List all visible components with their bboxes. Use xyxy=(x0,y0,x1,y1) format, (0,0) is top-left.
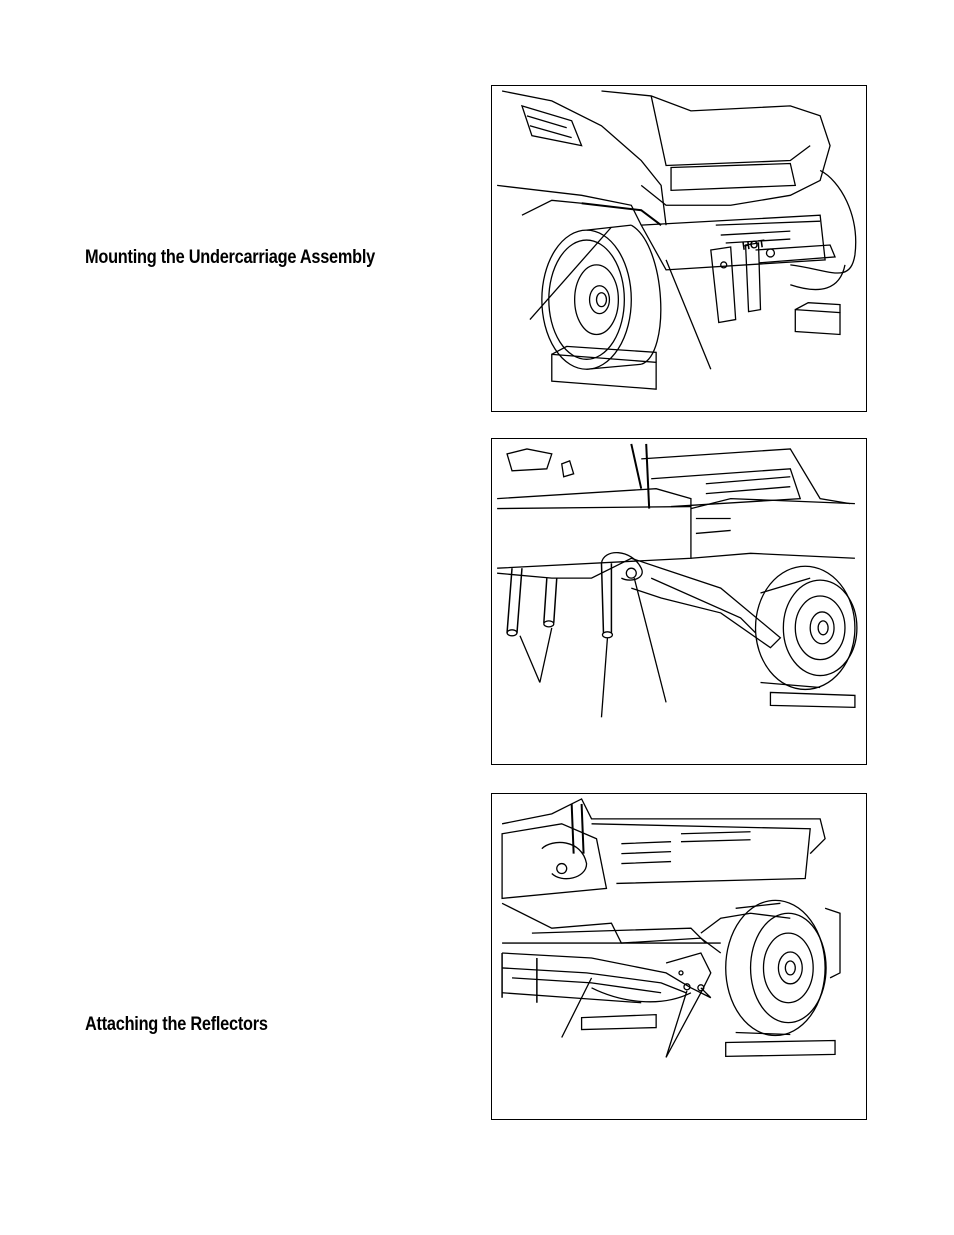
figure-rear-undercarriage: HOT xyxy=(491,85,867,412)
illustration-rear-view: HOT xyxy=(492,86,866,411)
illustration-reflector-view xyxy=(492,794,866,1119)
figure-side-undercarriage xyxy=(491,438,867,765)
mounting-undercarriage-heading: Mounting the Undercarriage Assembly xyxy=(85,247,375,268)
illustration-side-view xyxy=(492,439,866,764)
figure-reflectors xyxy=(491,793,867,1120)
attaching-reflectors-heading: Attaching the Reflectors xyxy=(85,1014,268,1035)
